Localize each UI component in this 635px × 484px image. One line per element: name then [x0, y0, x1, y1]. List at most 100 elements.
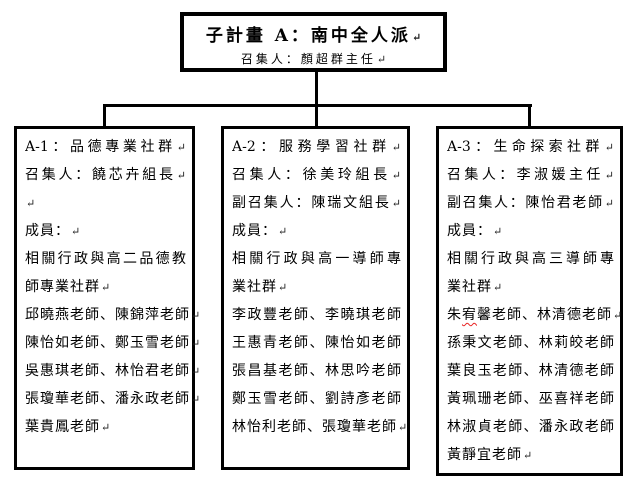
text-line: 朱宥馨老師、林清德老師↵: [447, 301, 622, 329]
paragraph-mark-icon: ↵: [493, 281, 503, 294]
text-line: 相關行政與高三導師專: [447, 245, 617, 273]
text-line-content: 相關行政與高三導師專: [447, 251, 614, 267]
paragraph-mark-icon: ↵: [411, 31, 422, 44]
text-line: 李政豐老師、李曉琪老師: [232, 301, 404, 329]
paragraph-mark-icon: ↵: [101, 281, 111, 294]
text-line: 陳怡如老師、鄭玉雪老師↵: [25, 329, 200, 357]
root-node: 子計畫 A：南中全人派↵ 召集人：顏超群主任↵: [180, 12, 447, 72]
text-line: 張瓊華老師、潘永政老師↵: [25, 385, 200, 413]
paragraph-mark-icon: ↵: [191, 337, 201, 350]
text-line-content: 吳惠琪老師、林怡君老師: [25, 363, 190, 379]
paragraph-mark-icon: ↵: [604, 197, 614, 210]
text-line: 相關行政與高一導師專: [232, 245, 404, 273]
text-line: 成員：↵: [25, 217, 189, 245]
text-line-content: 林淑貞老師、潘永政老師: [447, 419, 614, 435]
text-line-content: 李政豐老師、李曉琪老師: [232, 307, 401, 323]
text-line-content: 孫秉文老師、林莉皎老師: [447, 335, 614, 351]
text-line-content: 葉貴鳳老師: [25, 419, 100, 435]
text-line-content: A-1：品德專業社群: [25, 139, 176, 155]
text-line-content: 黃靜宜老師: [447, 447, 522, 463]
text-line-content: 葉良玉老師、林清德老師: [447, 363, 614, 379]
text-line-content: 成員：: [232, 223, 277, 239]
text-line-content: 師專業社群: [25, 279, 100, 295]
text-line-content: 業社群: [232, 279, 277, 295]
paragraph-mark-icon: ↵: [391, 169, 401, 182]
root-subtitle-text: 召集人：顏超群主任: [240, 52, 376, 66]
paragraph-mark-icon: ↵: [398, 421, 408, 434]
text-line-content: 成員：: [447, 223, 492, 239]
text-line-content: 朱宥馨老師、林清德老師: [447, 307, 612, 323]
text-line-content: 成員：: [25, 223, 70, 239]
paragraph-mark-icon: ↵: [278, 281, 288, 294]
text-line-content: A-2：服務學習社群: [232, 139, 391, 155]
text-line: 王惠青老師、陳怡如老師: [232, 329, 404, 357]
text-line: 副召集人：陳瑞文組長↵: [232, 189, 404, 217]
text-line-content: 黃珮珊老師、巫喜祥老師: [447, 391, 614, 407]
text-line: 孫秉文老師、林莉皎老師: [447, 329, 617, 357]
text-line-content: A-3：生命探索社群: [447, 139, 604, 155]
text-line: 成員：↵: [447, 217, 617, 245]
connector-trunk: [315, 72, 318, 107]
text-line-content: 召集人：徐美玲組長: [232, 167, 391, 183]
text-line: 邱曉燕老師、陳錦萍老師↵: [25, 301, 200, 329]
text-line: 吳惠琪老師、林怡君老師↵: [25, 357, 200, 385]
text-line: A-2：服務學習社群↵: [232, 133, 404, 161]
paragraph-mark-icon: ↵: [191, 393, 201, 406]
connector-drop-a2: [315, 104, 318, 127]
connector-drop-a3: [528, 104, 531, 127]
connector-drop-a1: [103, 104, 106, 127]
paragraph-mark-icon: ↵: [71, 225, 81, 238]
paragraph-mark-icon: ↵: [523, 449, 533, 462]
paragraph-mark-icon: ↵: [604, 169, 614, 182]
text-line: 林怡利老師、張瓊華老師↵: [232, 413, 408, 441]
paragraph-mark-icon: ↵: [604, 141, 614, 154]
text-line: 業社群↵: [447, 273, 617, 301]
text-line-content: 副召集人：陳瑞文組長: [232, 195, 391, 211]
text-line: 黃珮珊老師、巫喜祥老師: [447, 385, 617, 413]
text-line: 召集人：李淑媛主任↵: [447, 161, 617, 189]
text-line: 葉貴鳳老師↵: [25, 413, 189, 441]
text-line-content: 張瓊華老師、潘永政老師: [25, 391, 190, 407]
paragraph-mark-icon: ↵: [176, 141, 186, 154]
text-line: 黃靜宜老師↵: [447, 441, 617, 469]
text-line-content: 鄭玉雪老師、劉詩彥老師: [232, 391, 401, 407]
text-line-content: 相關行政與高一導師專: [232, 251, 401, 267]
text-line: 鄭玉雪老師、劉詩彥老師: [232, 385, 404, 413]
text-line: 副召集人：陳怡君老師↵: [447, 189, 617, 217]
text-line-content: 召集人：李淑媛主任: [447, 167, 604, 183]
text-line-content: 陳怡如老師、鄭玉雪老師: [25, 335, 190, 351]
text-line: 葉良玉老師、林清德老師: [447, 357, 617, 385]
paragraph-mark-icon: ↵: [391, 197, 401, 210]
node-a2: A-2：服務學習社群↵召集人：徐美玲組長↵副召集人：陳瑞文組長↵成員：↵相關行政…: [221, 126, 410, 470]
text-line-content: 業社群: [447, 279, 492, 295]
text-line: 張昌基老師、林思吟老師: [232, 357, 404, 385]
text-line: 業社群↵: [232, 273, 404, 301]
text-line: 師專業社群↵: [25, 273, 189, 301]
paragraph-mark-icon: ↵: [101, 421, 111, 434]
node-a1: A-1：品德專業社群↵召集人：饒芯卉組長↵↵成員：↵相關行政與高二品德教師專業社…: [14, 126, 200, 470]
paragraph-mark-icon: ↵: [191, 365, 201, 378]
text-line: 召集人：徐美玲組長↵: [232, 161, 404, 189]
paragraph-mark-icon: ↵: [26, 197, 36, 210]
text-line-content: 王惠青老師、陳怡如老師: [232, 335, 401, 351]
text-line: 成員：↵: [232, 217, 404, 245]
paragraph-mark-icon: ↵: [278, 225, 288, 238]
text-line: 相關行政與高二品德教: [25, 245, 189, 273]
paragraph-mark-icon: ↵: [191, 309, 201, 322]
paragraph-mark-icon: ↵: [376, 53, 387, 66]
text-line: A-1：品德專業社群↵: [25, 133, 189, 161]
text-line: 召集人：饒芯卉組長↵: [25, 161, 189, 189]
text-line-content: 相關行政與高二品德教: [25, 251, 186, 267]
root-title-text: 子計畫 A：南中全人派: [205, 26, 411, 46]
text-line-content: 林怡利老師、張瓊華老師: [232, 419, 397, 435]
text-line-content: 副召集人：陳怡君老師: [447, 195, 604, 211]
paragraph-mark-icon: ↵: [391, 141, 401, 154]
node-a3: A-3：生命探索社群↵召集人：李淑媛主任↵副召集人：陳怡君老師↵成員：↵相關行政…: [436, 126, 623, 476]
text-line: A-3：生命探索社群↵: [447, 133, 617, 161]
root-subtitle: 召集人：顏超群主任↵: [184, 50, 443, 67]
paragraph-mark-icon: ↵: [176, 169, 186, 182]
text-line-content: 張昌基老師、林思吟老師: [232, 363, 401, 379]
spellcheck-underline: 宥: [462, 307, 477, 323]
text-line: ↵: [25, 189, 189, 217]
